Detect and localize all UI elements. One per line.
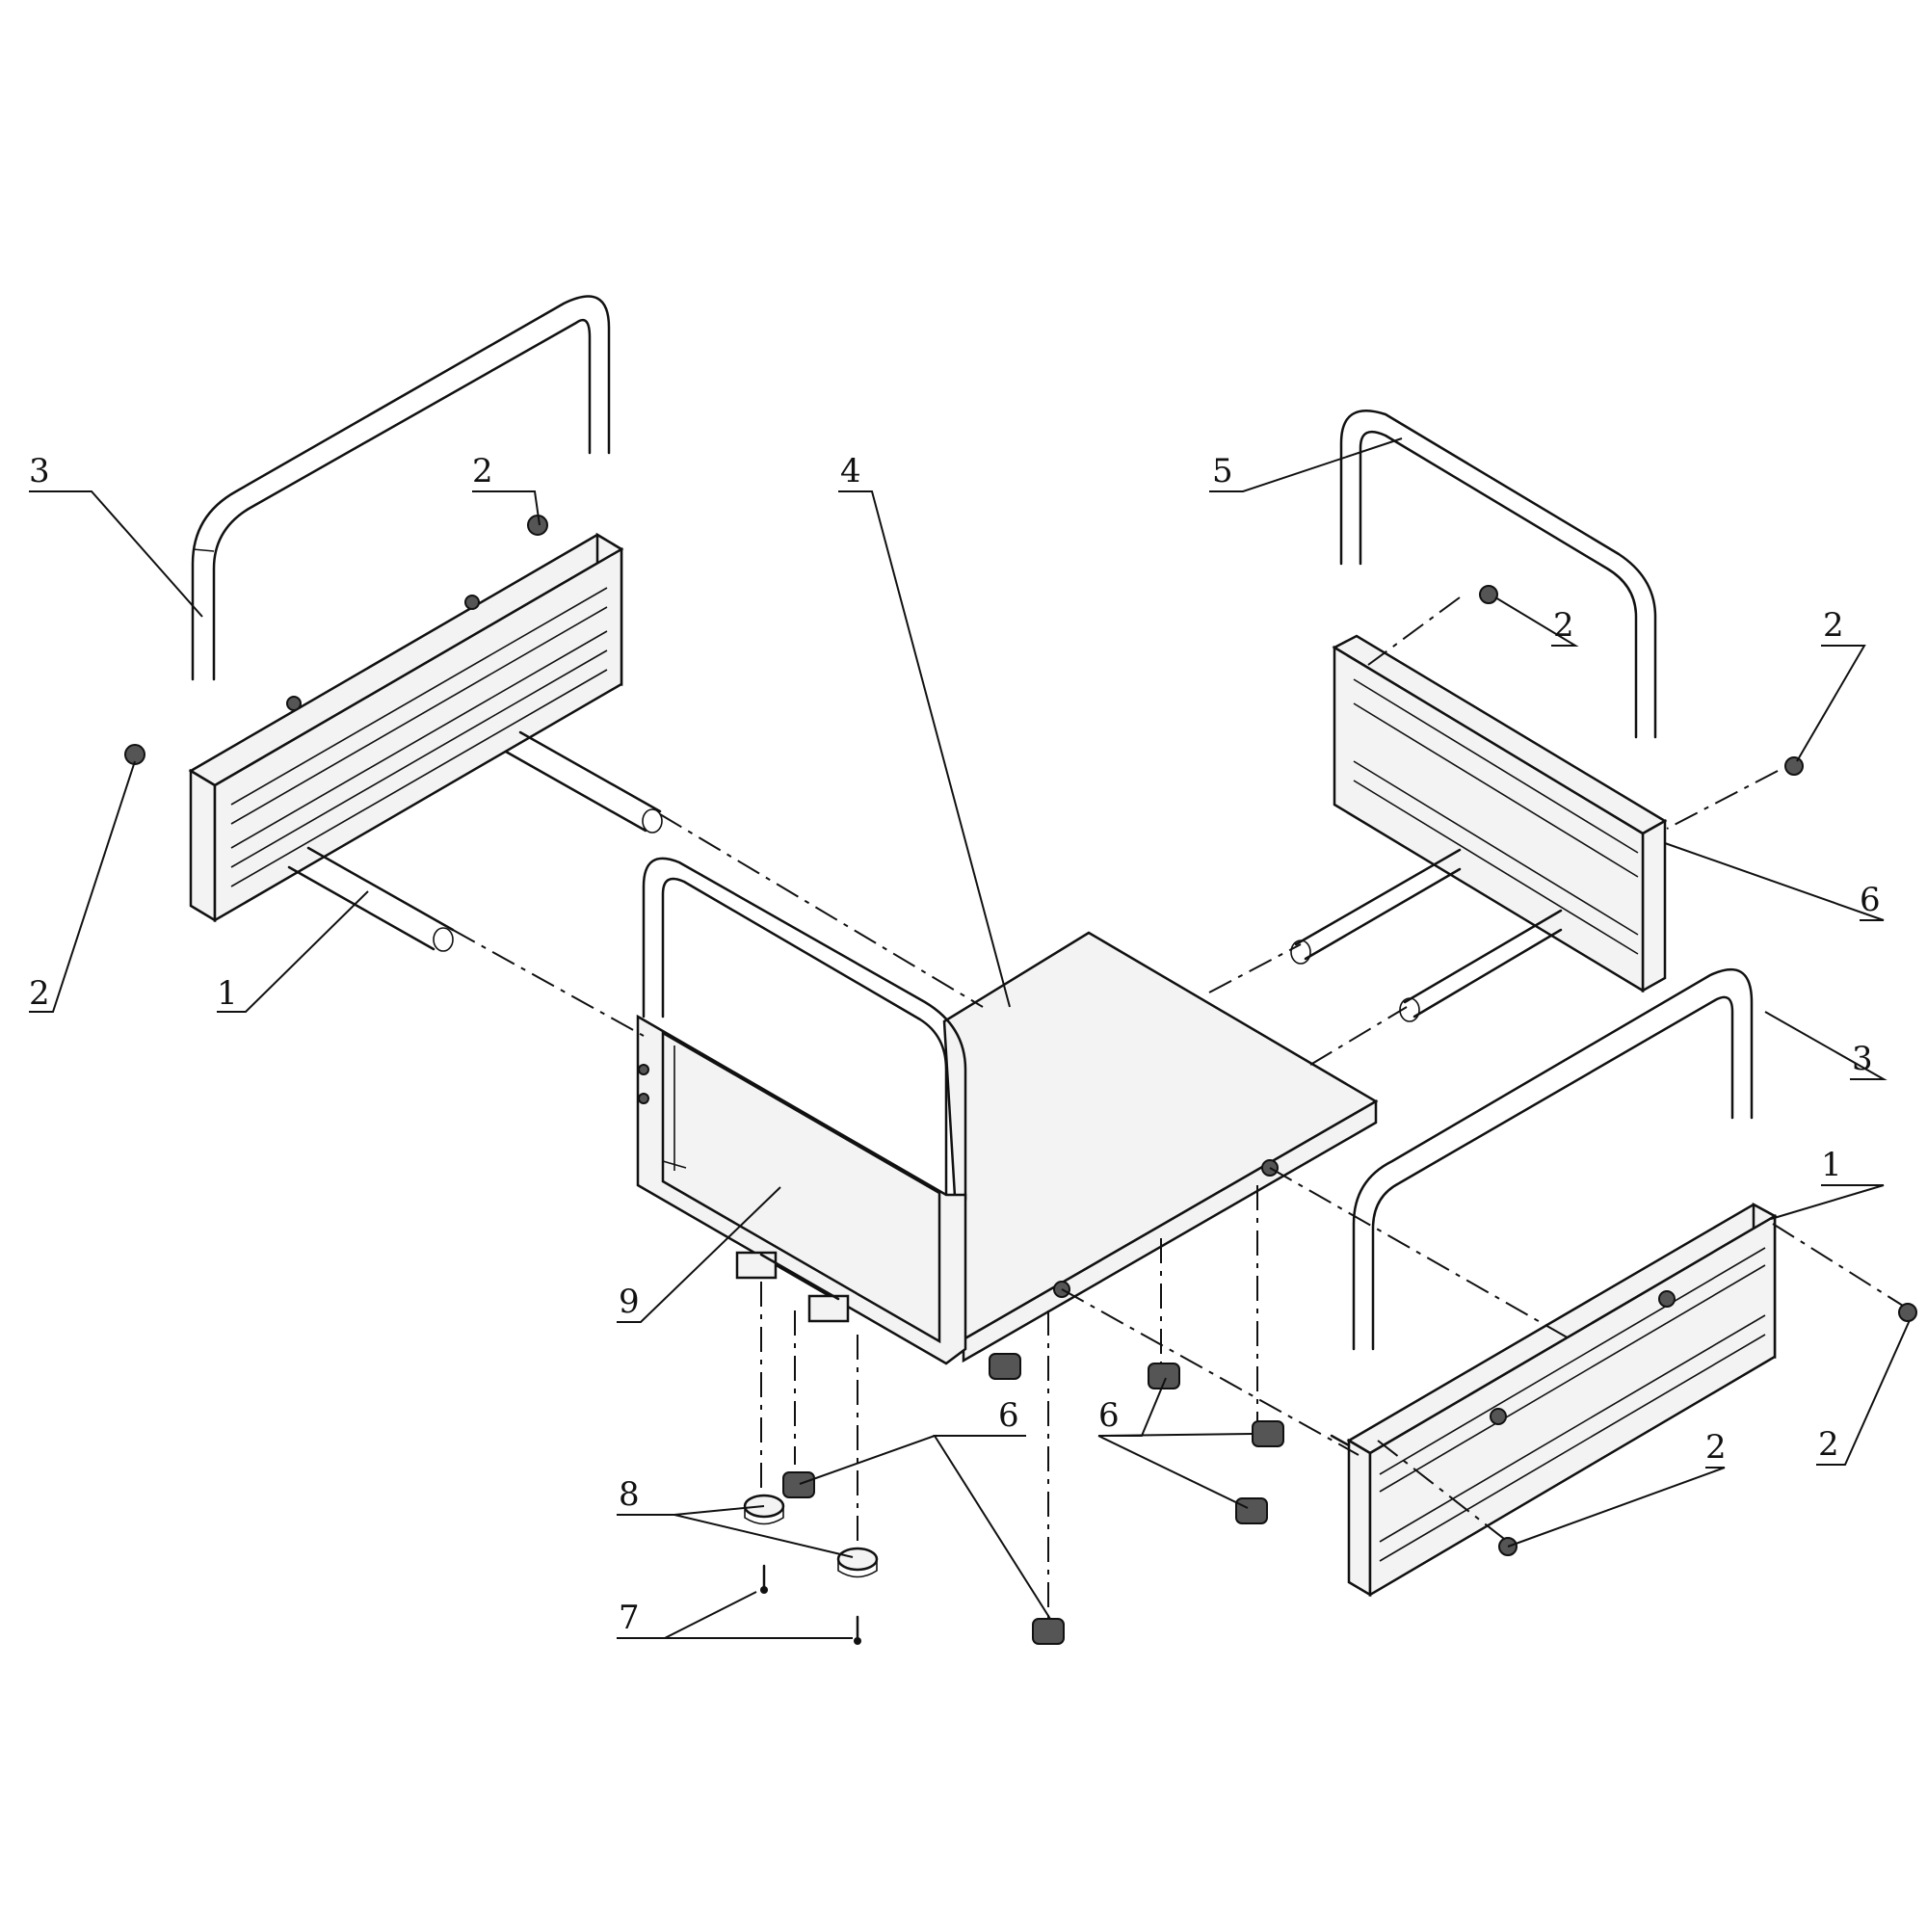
center-headboard xyxy=(636,857,967,1365)
callout-2-bottom-far-right: 2 xyxy=(1818,1425,1839,1464)
left-handle-rail xyxy=(191,295,611,681)
callout-2-upper-left: 2 xyxy=(472,452,493,490)
footboard-panel xyxy=(1330,1202,1917,1598)
right-end-panel-top xyxy=(1332,585,1804,993)
callout-5: 5 xyxy=(1212,452,1233,490)
callout-8: 8 xyxy=(619,1475,640,1514)
callout-3-right: 3 xyxy=(1852,1040,1873,1078)
callout-2-bottom-right: 2 xyxy=(1705,1428,1727,1467)
callout-7: 7 xyxy=(619,1599,640,1637)
callout-3-upper-left: 3 xyxy=(29,452,50,490)
right-connector-tubes xyxy=(1290,848,1563,1022)
bed-platform xyxy=(942,931,1379,1363)
leader-lines xyxy=(29,437,1911,1639)
right-handle-rail-bottom xyxy=(1352,967,1754,1351)
callout-2-far-right: 2 xyxy=(1823,606,1844,645)
callout-2-upper-right: 2 xyxy=(1553,606,1574,645)
left-connector-tubes xyxy=(287,730,663,952)
leveling-feet xyxy=(782,1353,1284,1645)
callout-9: 9 xyxy=(619,1283,640,1321)
callout-1-left: 1 xyxy=(217,974,238,1013)
callout-1-right: 1 xyxy=(1821,1146,1842,1184)
callout-labels: 3 2 2 1 4 5 2 2 6 3 1 2 2 9 6 6 8 7 xyxy=(29,452,1881,1637)
callout-6-right: 6 xyxy=(1860,881,1881,919)
assembly-guide-lines xyxy=(452,596,1904,1619)
right-handle-rail-top xyxy=(1339,410,1657,739)
callout-4: 4 xyxy=(840,452,861,490)
callout-6-center: 6 xyxy=(998,1396,1019,1435)
callout-2-left: 2 xyxy=(29,974,50,1013)
callout-6-right-feet: 6 xyxy=(1098,1396,1120,1435)
knob-2-upper-left xyxy=(124,515,548,765)
left-end-panel xyxy=(188,532,624,923)
